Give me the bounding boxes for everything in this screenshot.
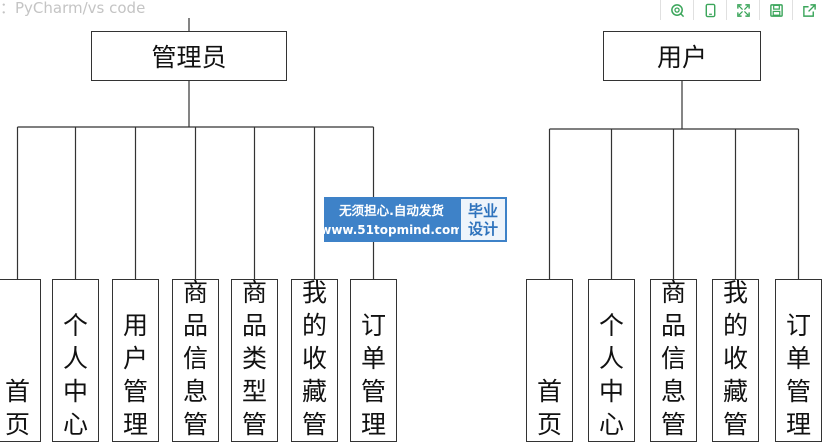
child-node: 首页 [0,279,41,442]
watermark: 无须担心.自动发货 www.51topmind.com 毕业 设计 [320,197,507,242]
child-node-char: 息 [182,377,208,406]
child-node-char: 收 [722,344,748,373]
root-node-1: 用户 [603,31,761,81]
child-node-char: 单 [785,344,811,373]
share-icon[interactable] [792,0,825,20]
child-node: 商品信息管 [172,279,219,442]
child-node-char: 人 [598,344,624,373]
child-node-char: 户 [122,344,148,373]
child-node-char: 用 [122,311,148,340]
child-node: 商品类型管 [231,279,278,442]
child-node-char: 收 [301,344,327,373]
tool-caption: ：PyCharm/vs code [0,0,146,17]
watermark-slogan: 无须担心.自动发货 [339,202,444,218]
search-icon[interactable] [660,0,693,20]
child-node-char: 理 [785,410,811,439]
child-node-char: 的 [301,311,327,340]
child-node-char: 息 [660,377,686,406]
watermark-badge-line2: 设计 [467,219,498,238]
child-node-char: 首 [4,377,30,406]
child-node-char: 个 [598,311,624,340]
child-node-char: 管 [785,377,811,406]
child-node-char: 页 [536,410,562,439]
child-node: 个人中心 [52,279,99,442]
child-node-char: 商 [241,279,267,307]
child-node-char: 我 [722,279,748,307]
watermark-url: www.51topmind.com [320,222,463,237]
child-node-char: 品 [241,311,267,340]
child-node-char: 信 [660,344,686,373]
child-node: 用户管理 [112,279,159,442]
child-node: 我的收藏管 [291,279,338,442]
child-node-char: 的 [722,311,748,340]
child-node-char: 藏 [722,377,748,406]
tablet-icon[interactable] [693,0,726,20]
child-node-char: 单 [360,344,386,373]
root-node-0: 管理员 [91,31,287,81]
child-node-char: 订 [360,311,386,340]
child-node-char: 商 [182,279,208,307]
child-node-char: 管 [360,377,386,406]
child-node-char: 管 [722,410,748,439]
child-node-char: 型 [241,377,267,406]
child-node-char: 品 [182,311,208,340]
child-node-char: 管 [182,410,208,439]
child-node-char: 中 [62,377,88,406]
save-icon[interactable] [759,0,792,20]
child-node-char: 人 [62,344,88,373]
child-node: 商品信息管 [650,279,697,442]
child-node-char: 藏 [301,377,327,406]
child-node-char: 心 [62,410,88,439]
child-node-char: 管 [241,410,267,439]
watermark-badge-line1: 毕业 [467,201,498,220]
child-node-char: 理 [360,410,386,439]
child-node-char: 中 [598,377,624,406]
child-node-char: 心 [598,410,624,439]
child-node: 我的收藏管 [712,279,759,442]
child-node-char: 我 [301,279,327,307]
child-node-char: 商 [660,279,686,307]
watermark-left: 无须担心.自动发货 www.51topmind.com [320,197,463,242]
child-node-char: 理 [122,410,148,439]
child-node: 首页 [526,279,573,442]
child-node: 个人中心 [588,279,635,442]
expand-icon[interactable] [726,0,759,20]
child-node-char: 页 [4,410,30,439]
toolbar [660,0,833,20]
child-node-char: 品 [660,311,686,340]
child-node-char: 订 [785,311,811,340]
child-node-char: 个 [62,311,88,340]
child-node-char: 类 [241,344,267,373]
child-node-char: 管 [660,410,686,439]
child-node-char: 首 [536,377,562,406]
child-node-char: 信 [182,344,208,373]
watermark-badge: 毕业 设计 [459,197,507,242]
child-node-char: 管 [122,377,148,406]
child-node-char: 管 [301,410,327,439]
child-node: 订单管理 [775,279,822,442]
child-node: 订单管理 [350,279,397,442]
